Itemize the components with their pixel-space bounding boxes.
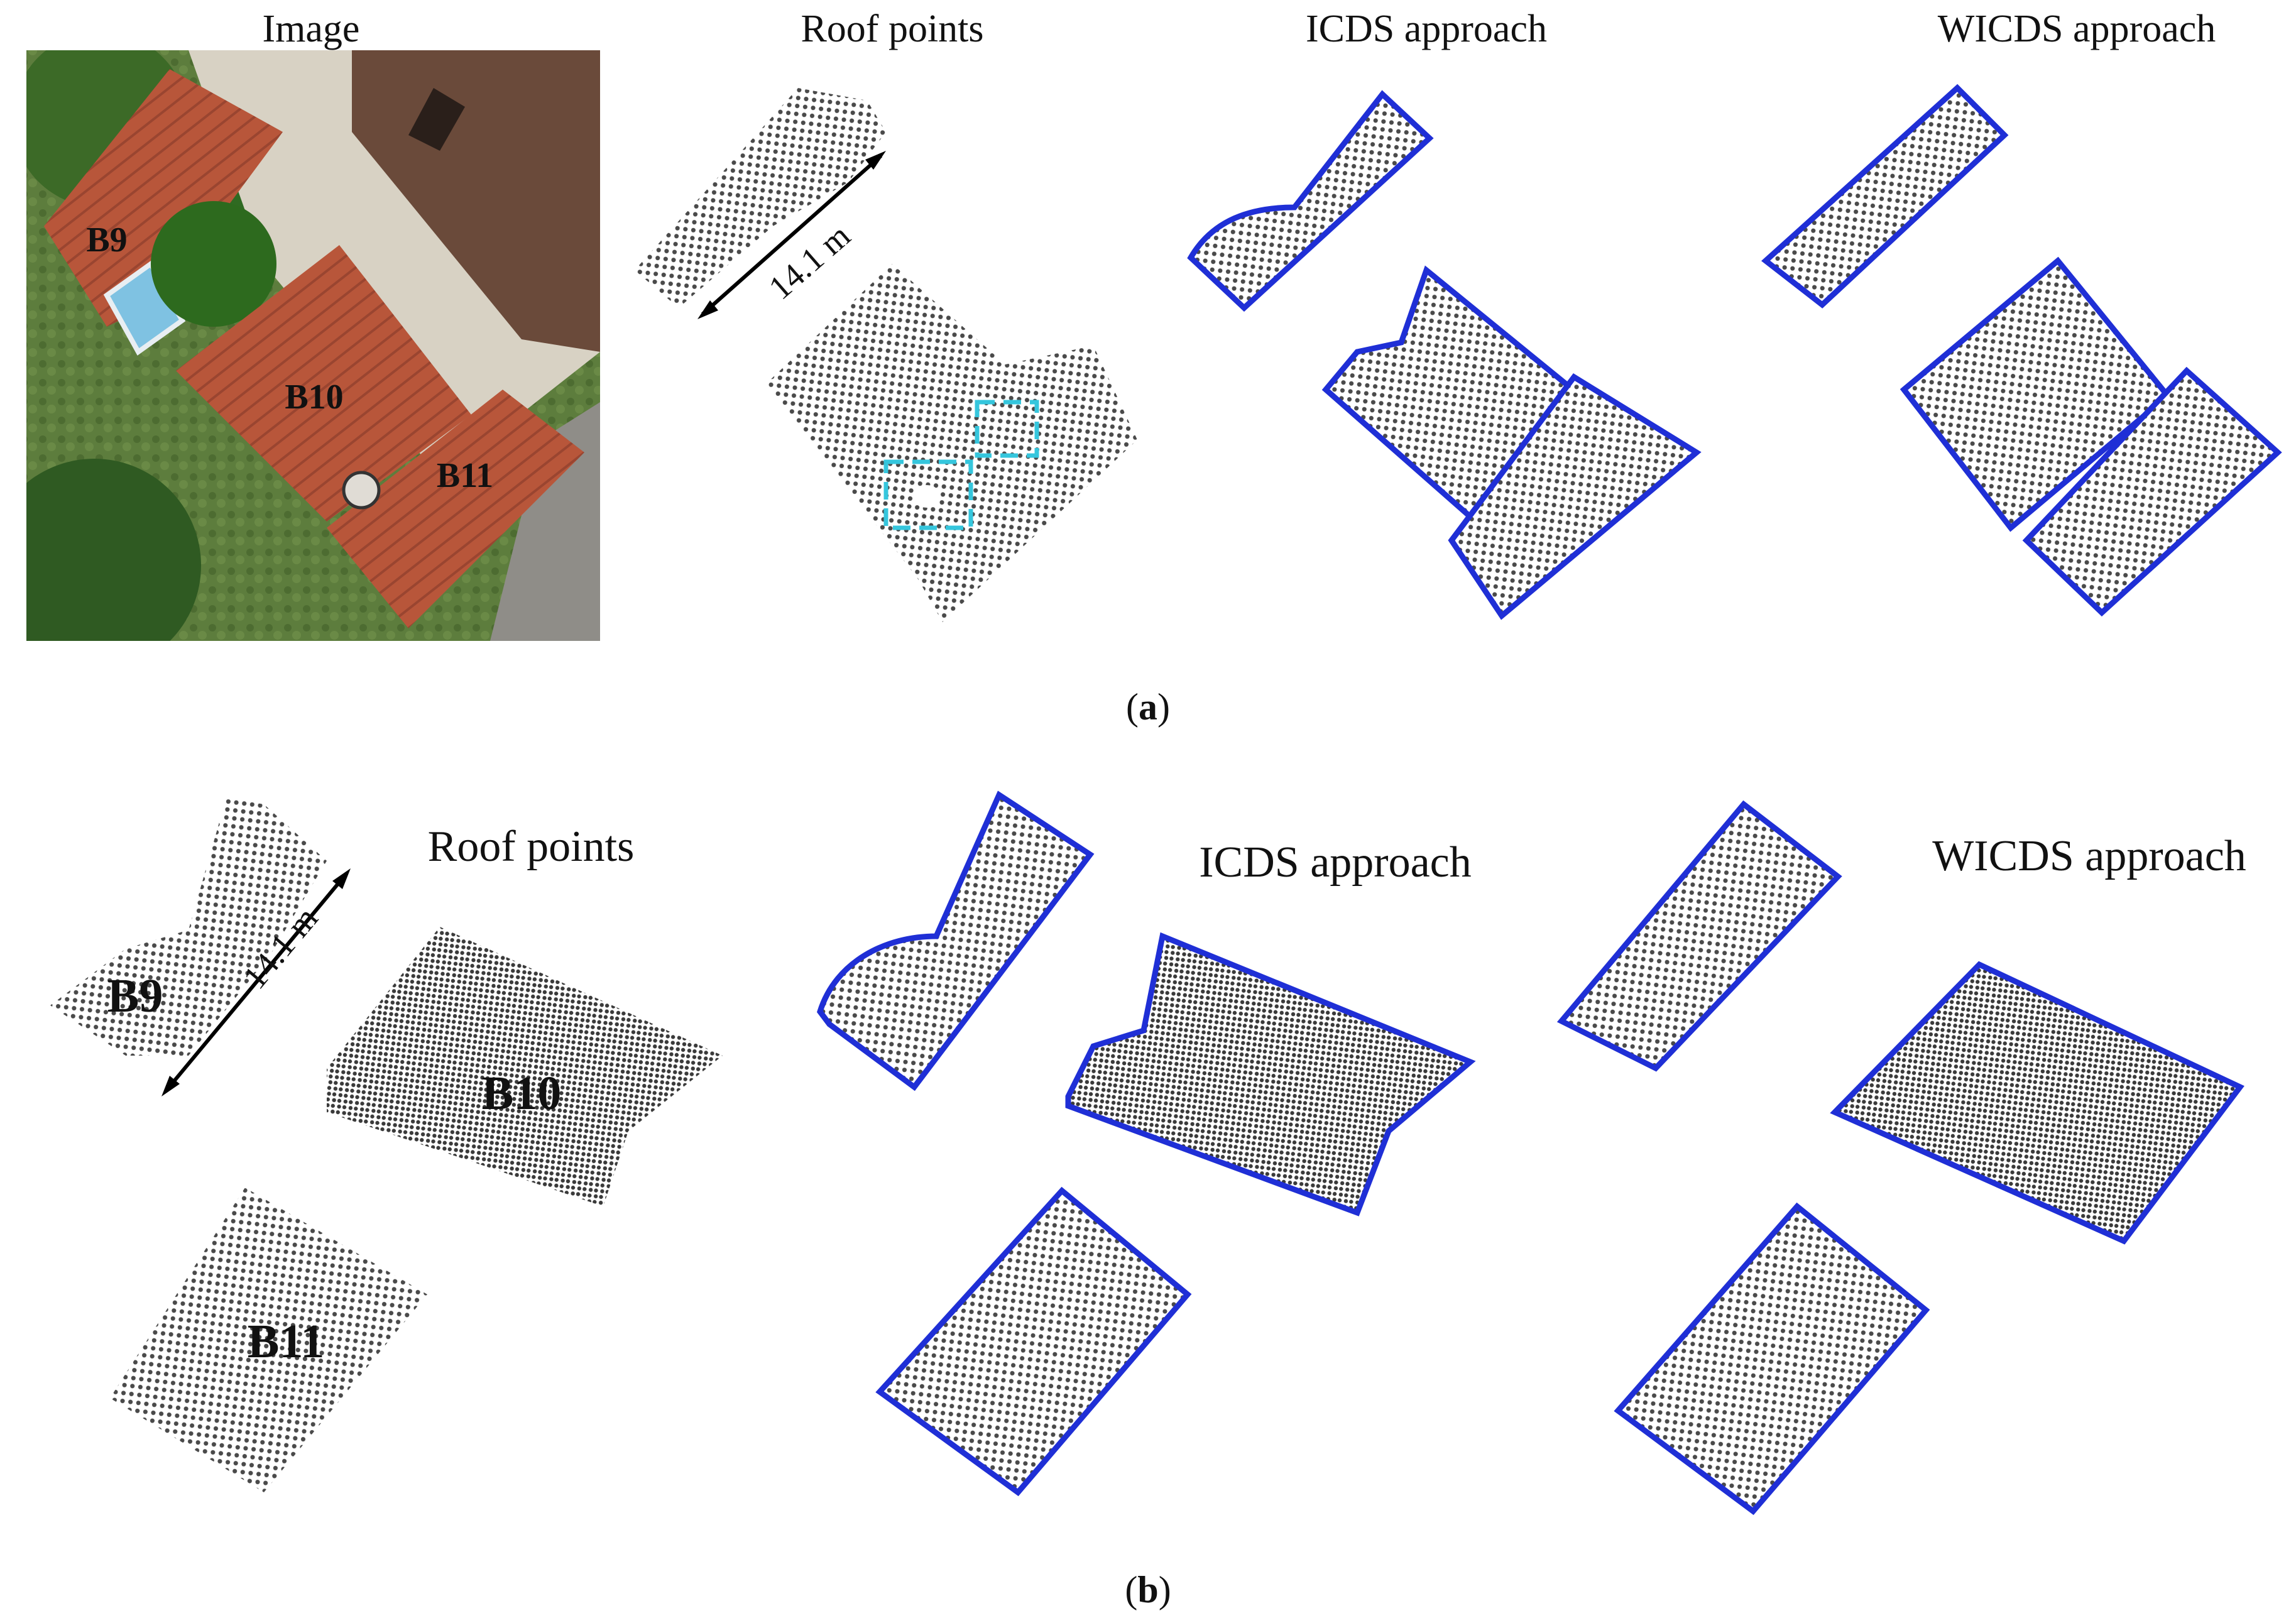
image-title: Image — [263, 8, 360, 50]
boundary-b11 — [875, 1186, 1192, 1497]
roof-b9 — [44, 69, 283, 327]
label-b10: B10 — [285, 378, 343, 417]
roof-points-title: Roof points — [428, 823, 635, 871]
boundary-b11 — [1448, 373, 1702, 620]
pool — [103, 260, 186, 356]
panel-b: Roof points B9 B10 B11 14.1 m ICDS appro… — [50, 790, 2246, 1610]
label-b9: B9 — [86, 221, 127, 260]
panel-a: Image — [26, 8, 2282, 728]
roof-points-a: Roof points 14.1 m — [635, 8, 1137, 622]
caption-a: (a) — [1126, 686, 1170, 728]
aerial-image: Image — [26, 8, 600, 641]
wicds-title: WICDS approach — [1938, 8, 2216, 50]
roof-points-title: Roof points — [801, 8, 983, 50]
label-b10: B10 — [482, 1067, 562, 1120]
boundary-b9 — [1187, 90, 1434, 312]
point-cloud-b9 — [50, 798, 327, 1056]
arrow-head — [332, 868, 351, 889]
tree — [26, 459, 201, 641]
scale-label: 14.1 m — [762, 217, 858, 307]
point-cloud-b9 — [635, 88, 886, 308]
icds-title: ICDS approach — [1199, 838, 1472, 887]
label-b11: B11 — [248, 1315, 325, 1368]
tree — [151, 201, 276, 327]
icds-title: ICDS approach — [1306, 8, 1547, 50]
arrow-head — [865, 151, 886, 170]
arrow-head — [161, 1076, 180, 1096]
boundary-b11 — [1614, 1202, 1930, 1516]
roof-b10 — [176, 245, 471, 522]
caption-b: (b) — [1125, 1569, 1171, 1610]
hole-highlight-box — [975, 400, 1039, 458]
water-tank — [342, 471, 381, 510]
scale-arrow — [701, 154, 882, 316]
arrow-head — [697, 300, 718, 319]
boundary-b9 — [1556, 800, 1842, 1072]
point-gap — [913, 485, 941, 508]
label-b11: B11 — [437, 456, 493, 495]
point-cloud-b11 — [110, 1188, 427, 1492]
boundary-b10 — [1065, 932, 1476, 1216]
icds-b: ICDS approach — [817, 790, 1476, 1497]
wicds-b: WICDS approach — [1556, 800, 2246, 1516]
roof-ridge — [408, 88, 465, 151]
wicds-title: WICDS approach — [1932, 832, 2246, 880]
boundary-b11 — [2022, 366, 2282, 617]
boundary-b9 — [817, 790, 1095, 1091]
roof-points-b: Roof points B9 B10 B11 14.1 m — [50, 798, 723, 1492]
point-cloud-b10-b11 — [767, 264, 1137, 622]
icds-a: ICDS approach — [1187, 8, 1702, 620]
boundary-b10 — [1830, 961, 2244, 1245]
point-cloud-b10 — [327, 927, 723, 1206]
boundary-b9 — [1761, 84, 2009, 309]
hole-highlight-box — [883, 459, 973, 530]
label-b9: B9 — [107, 970, 163, 1022]
scale-arrow — [165, 873, 347, 1091]
wicds-a: WICDS approach — [1761, 8, 2282, 617]
roof-b11 — [327, 390, 584, 628]
